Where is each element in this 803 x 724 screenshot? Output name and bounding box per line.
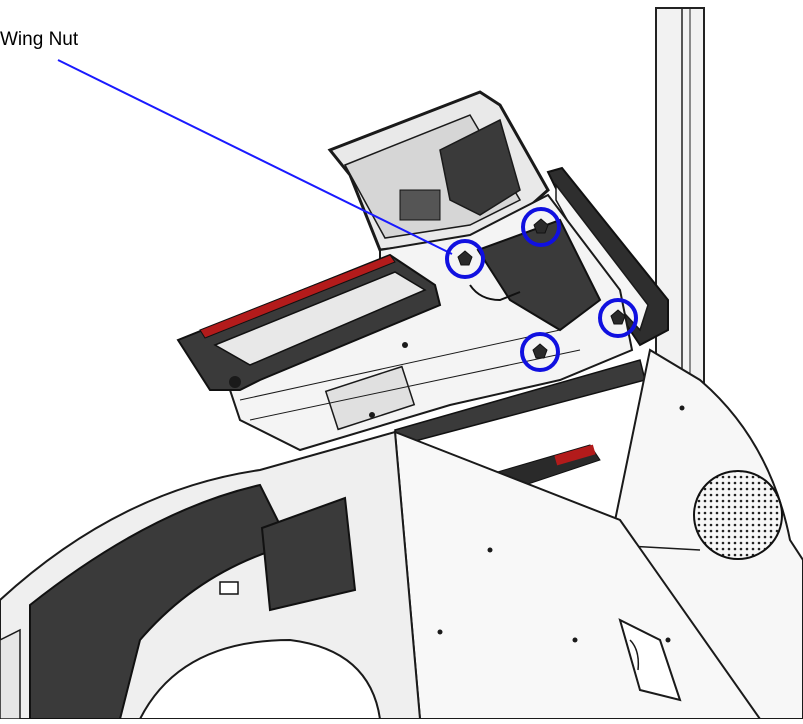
callout-label: Wing Nut (0, 30, 78, 49)
speaker-grille-icon (694, 471, 782, 559)
front-housing (0, 432, 420, 719)
